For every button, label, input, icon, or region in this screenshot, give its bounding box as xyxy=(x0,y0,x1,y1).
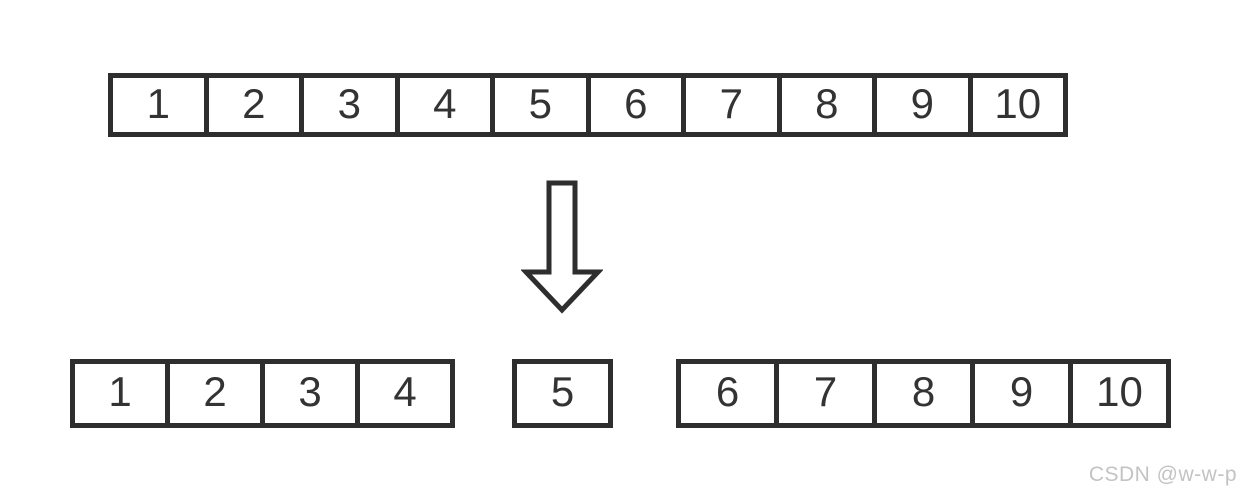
array-cell: 9 xyxy=(872,73,973,137)
array-cell: 7 xyxy=(681,73,782,137)
array-cell: 2 xyxy=(203,73,304,137)
down-arrow-icon xyxy=(521,180,603,314)
down-arrow-shape xyxy=(521,180,603,314)
array-cell: 9 xyxy=(970,359,1073,428)
watermark: CSDN @w-w-p xyxy=(1088,463,1237,486)
array-cell: 5 xyxy=(490,73,591,137)
bottom-middle-array: 5 xyxy=(512,359,613,428)
array-cell: 8 xyxy=(776,73,877,137)
array-cell: 3 xyxy=(260,359,360,428)
array-cell: 1 xyxy=(108,73,209,137)
array-cell: 1 xyxy=(70,359,170,428)
array-cell: 2 xyxy=(165,359,265,428)
array-cell: 5 xyxy=(512,359,613,428)
array-cell: 10 xyxy=(967,73,1068,137)
array-cell: 4 xyxy=(355,359,455,428)
array-cell: 8 xyxy=(872,359,975,428)
array-cell: 6 xyxy=(585,73,686,137)
array-cell: 6 xyxy=(676,359,779,428)
array-cell: 4 xyxy=(394,73,495,137)
array-cell: 10 xyxy=(1068,359,1171,428)
array-cell: 7 xyxy=(774,359,877,428)
array-cell: 3 xyxy=(299,73,400,137)
